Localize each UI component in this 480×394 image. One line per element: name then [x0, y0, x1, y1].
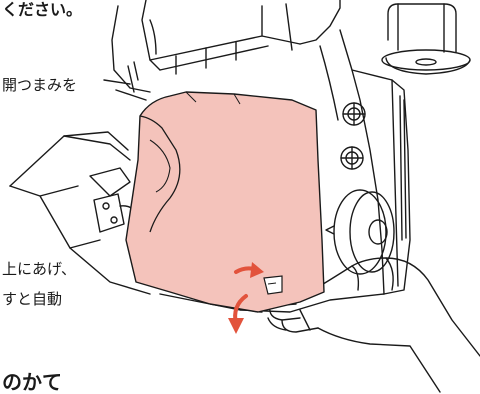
direction-arrow [228, 262, 264, 334]
caption-line-3: すと自動 [2, 290, 63, 308]
caption-line-2: 上にあげ、 [2, 260, 76, 278]
caption-line-1: 開つまみを [2, 76, 78, 94]
looper-cover [125, 91, 325, 313]
handwheel [325, 189, 395, 275]
caption-bottom: のかて [2, 370, 62, 394]
dial-knob-upper [342, 102, 366, 126]
thread-spool [381, 3, 471, 75]
caption-top: ください。 [2, 0, 83, 19]
dial-knob-lower [340, 146, 364, 170]
machine-body [103, 0, 411, 295]
